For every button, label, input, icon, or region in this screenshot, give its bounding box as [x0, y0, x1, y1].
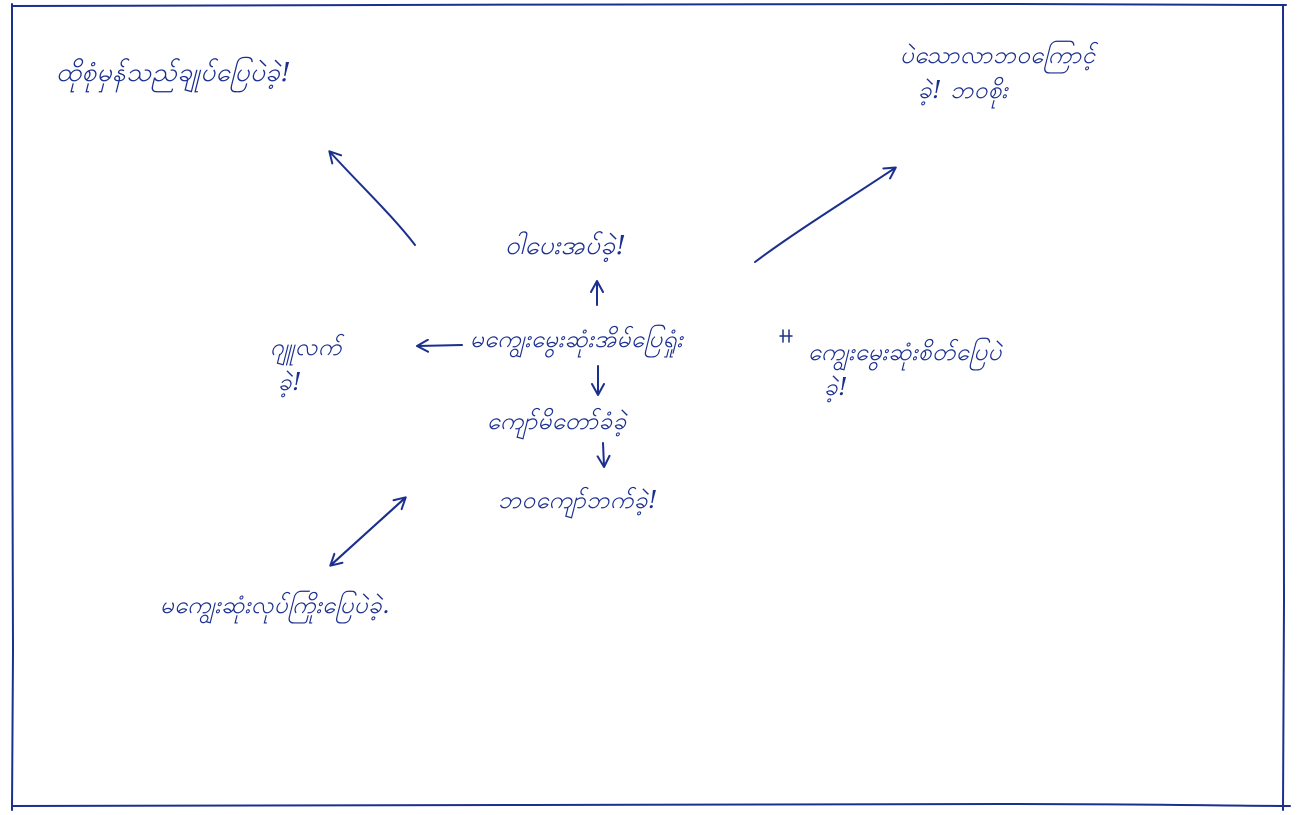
node-right-line2: ခဲ့!: [824, 372, 849, 401]
node-top-left: ထိုစုံမှန်သည်ချုပ်ပြေပဲခဲ့!: [56, 55, 291, 93]
node-bottom-left: မကျွေးဆုံးလုပ်ကြိုးပြေပဲခဲ့.: [160, 588, 390, 623]
border-top: [11, 2, 1287, 7]
node-bottom-center: ဘဝကျော်ဘက်ခဲ့!: [498, 483, 658, 518]
border-bottom: [11, 802, 1291, 807]
arrow-down-2: [596, 442, 611, 468]
node-top: ဝါပေးအပ်ခဲ့!: [505, 228, 626, 266]
node-left-line1: ဂျူလက်: [270, 333, 342, 361]
node-top-left-text: ထိုစုံမှန်သည်ချုပ်ပြေပဲခဲ့!: [56, 58, 292, 88]
hash-mark: [779, 329, 793, 343]
node-top-right-line1: ပဲသောလာဘဝကြောင့်: [900, 41, 1096, 69]
node-center: မကျွေးမွေးဆုံးအိမ်ပြေရှုံး: [470, 322, 683, 357]
node-left: ဂျူလက် ခဲ့!: [270, 330, 342, 400]
arrow-to-top-right: [754, 166, 897, 263]
node-center-text: မကျွေးမွေးဆုံးအိမ်ပြေရှုံး: [470, 325, 684, 353]
node-below-center-text: ကျော်မိတော်ခံခဲ့: [487, 407, 627, 435]
arrow-left: [416, 338, 463, 353]
node-top-text: ဝါပေးအပ်ခဲ့!: [505, 231, 627, 261]
node-right-line1: ကျွေးမွေးဆုံးစိတ်ပြေပဲ: [808, 338, 1002, 366]
node-below-center: ကျော်မိတော်ခံခဲ့: [487, 404, 627, 439]
arrow-to-top-left: [328, 150, 416, 246]
double-arrow-bottom-left-reverse: [329, 497, 406, 567]
border-right: [1282, 4, 1286, 811]
border-left: [11, 3, 15, 811]
node-bottom-center-text: ဘဝကျော်ဘက်ခဲ့!: [498, 486, 659, 514]
node-top-right-line2: ခဲ့! ဘဝစိုး: [918, 75, 1008, 104]
node-right: ကျွေးမွေးဆုံးစိတ်ပြေပဲ ခဲ့!: [808, 335, 1002, 405]
node-top-right: ပဲသောလာဘဝကြောင့် ခဲ့! ဘဝစိုး: [900, 38, 1096, 108]
node-left-line2: ခဲ့!: [278, 367, 303, 396]
node-bottom-left-text: မကျွေးဆုံးလုပ်ကြိုးပြေပဲခဲ့.: [160, 591, 391, 619]
border-frame: [11, 2, 1291, 811]
